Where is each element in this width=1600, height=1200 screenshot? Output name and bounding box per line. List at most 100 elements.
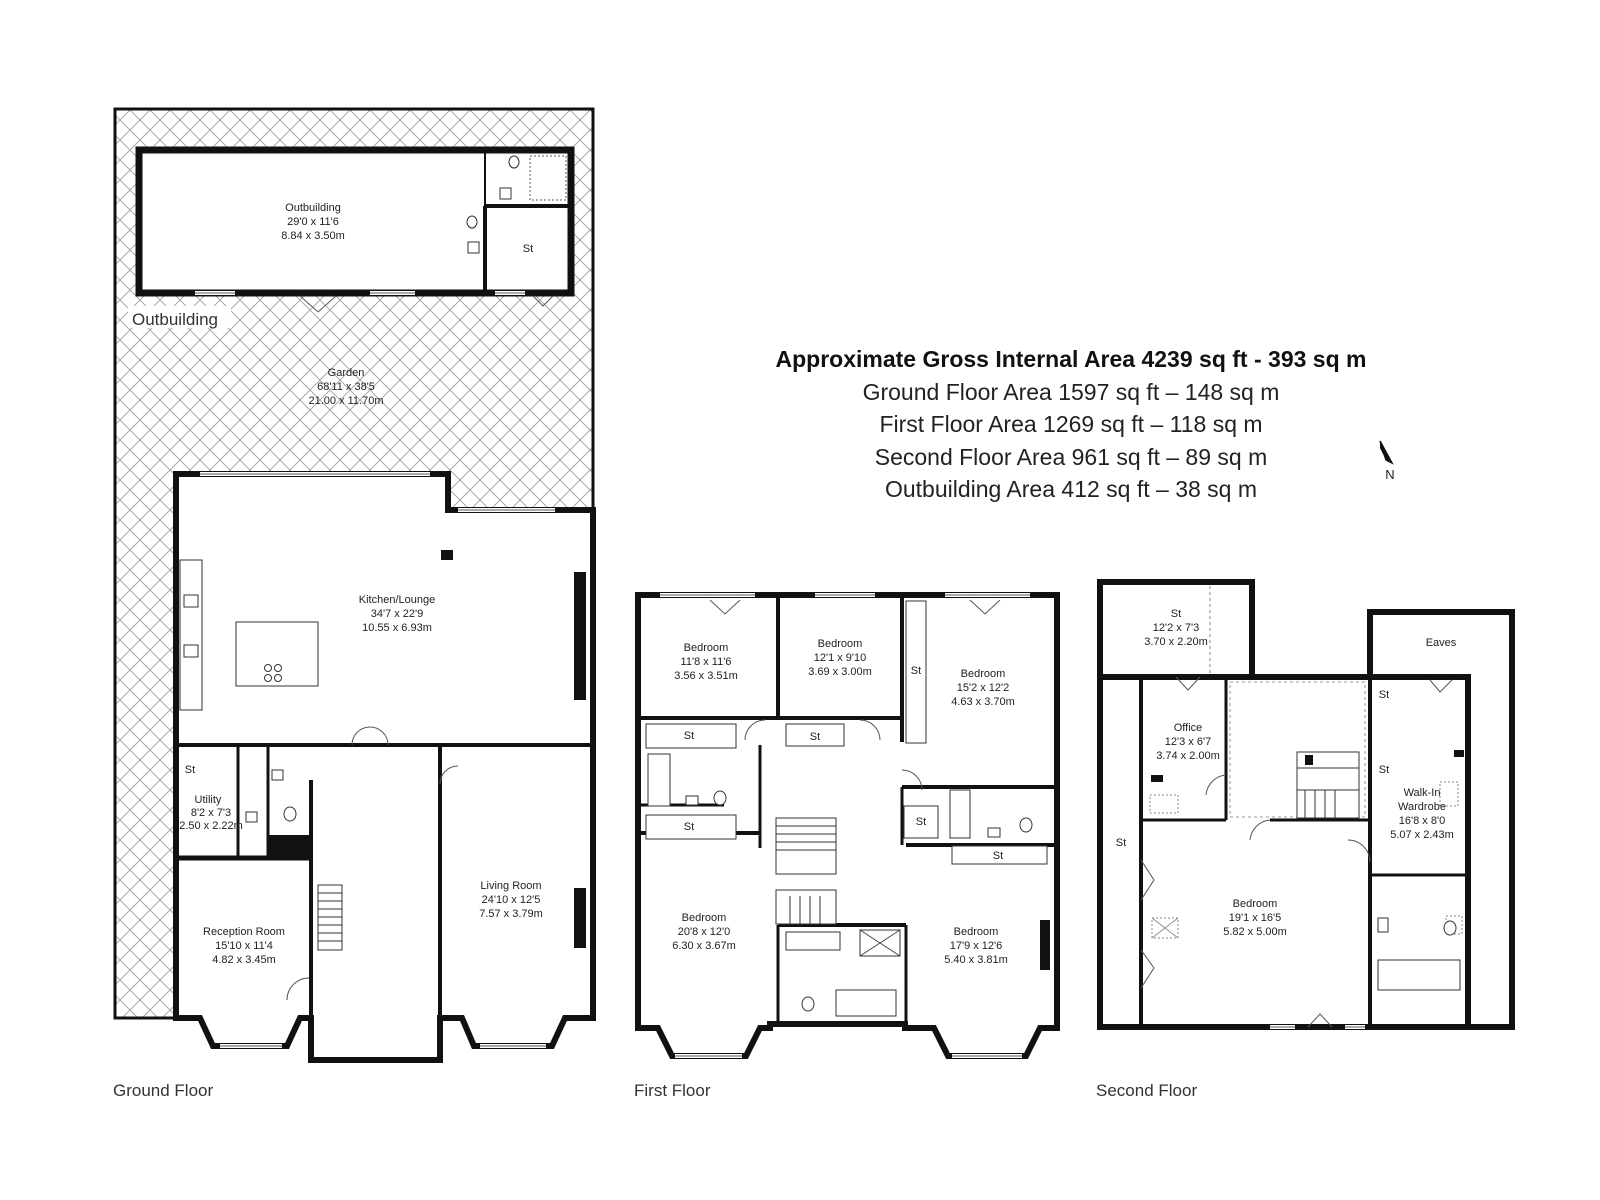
- first-store-label: St: [916, 816, 926, 828]
- second-store-label: St: [1379, 764, 1389, 776]
- area-first: First Floor Area 1269 sq ft – 118 sq m: [879, 411, 1262, 437]
- first-store-label: St: [684, 730, 694, 742]
- living-dim-imperial: 24'10 x 12'5: [482, 894, 541, 906]
- ground-floor-label: Ground Floor: [113, 1081, 213, 1100]
- wardrobe-name-line1: Walk-In: [1404, 787, 1441, 799]
- toilet-icon: [466, 215, 478, 229]
- ground-floor: Outbuilding 29'0 x 11'6 8.84 x 3.50m St …: [113, 107, 596, 1100]
- outbuilding-label-bg: [128, 306, 231, 328]
- garden-dim-metric: 21.00 x 11.70m: [308, 395, 383, 407]
- sink-icon: [271, 769, 284, 781]
- area-second: Second Floor Area 961 sq ft – 89 sq m: [875, 444, 1268, 470]
- hob-icon: [274, 664, 282, 672]
- area-summary: Approximate Gross Internal Area 4239 sq …: [776, 346, 1367, 502]
- eaves-label: Eaves: [1426, 637, 1457, 649]
- column-block: [1454, 750, 1464, 757]
- sink-icon: [499, 187, 512, 200]
- door: [744, 719, 766, 741]
- second-stairs: [1296, 751, 1360, 819]
- door: [286, 977, 310, 1001]
- first-store-label: St: [684, 821, 694, 833]
- first-bedroom-4-dim-metric: 6.30 x 3.67m: [672, 940, 736, 952]
- area-title: Approximate Gross Internal Area 4239 sq …: [776, 346, 1367, 372]
- first-bedroom-3-dim-metric: 4.63 x 3.70m: [951, 696, 1015, 708]
- second-floor-label: Second Floor: [1096, 1081, 1197, 1100]
- outbuilding-store-label: St: [523, 243, 533, 255]
- wardrobe-doors: [1140, 859, 1155, 989]
- kitchen-island: [235, 621, 319, 687]
- kitchen-dim-imperial: 34'7 x 22'9: [371, 608, 424, 620]
- bath-icon: [1377, 959, 1461, 991]
- utility-dim-imperial: 8'2 x 7'3: [191, 807, 231, 819]
- double-door: [709, 599, 741, 615]
- double-door: [351, 726, 389, 746]
- second-store-label: St: [1379, 689, 1389, 701]
- store-cupboard: [951, 845, 1048, 865]
- sink-icon: [183, 594, 199, 608]
- column-block: [1305, 755, 1313, 765]
- fireplace-block: [574, 572, 586, 700]
- first-bedroom-1-name: Bedroom: [684, 642, 729, 654]
- outbuilding-dim-imperial: 29'0 x 11'6: [287, 216, 339, 228]
- sink-icon: [685, 795, 699, 806]
- outbuilding-name: Outbuilding: [285, 202, 341, 214]
- toilet-icon: [713, 790, 727, 806]
- living-name: Living Room: [480, 880, 541, 892]
- second-top-store-dim-metric: 3.70 x 2.20m: [1144, 636, 1208, 648]
- first-stairs: [775, 817, 837, 925]
- fireplace-block: [1040, 920, 1050, 970]
- hob-icon: [274, 674, 282, 682]
- skylight-icon: [1151, 917, 1179, 939]
- skylight-icon: [1149, 794, 1179, 814]
- second-bedroom-dim-imperial: 19'1 x 16'5: [1229, 912, 1282, 924]
- ground-store-label: St: [185, 764, 195, 776]
- toilet-icon: [1019, 817, 1033, 833]
- first-store-label: St: [911, 665, 921, 677]
- second-store-label: St: [1116, 837, 1126, 849]
- first-bedroom-4-name: Bedroom: [682, 912, 727, 924]
- area-ground: Ground Floor Area 1597 sq ft – 148 sq m: [863, 379, 1280, 405]
- double-door: [1429, 679, 1453, 693]
- first-bedroom-1-dim-imperial: 11'8 x 11'6: [681, 656, 732, 668]
- sink-icon: [467, 241, 480, 254]
- double-door: [1307, 1013, 1333, 1028]
- ground-stairs: [317, 884, 343, 951]
- first-bedroom-3-dim-imperial: 15'2 x 12'2: [957, 682, 1010, 694]
- double-door: [1175, 676, 1201, 691]
- store-cupboard: [645, 723, 737, 749]
- first-bedroom-3-name: Bedroom: [961, 668, 1006, 680]
- door: [1205, 774, 1227, 796]
- door: [1347, 839, 1371, 863]
- store-cupboard: [645, 814, 737, 840]
- store-cupboard: [905, 600, 927, 744]
- first-bedroom-2-dim-imperial: 12'1 x 9'10: [814, 652, 867, 664]
- living-dim-metric: 7.57 x 3.79m: [479, 908, 543, 920]
- toilet-icon: [801, 996, 815, 1012]
- door: [439, 765, 459, 785]
- skylight-icon: [1445, 915, 1463, 935]
- outbuilding: Outbuilding 29'0 x 11'6 8.84 x 3.50m St: [135, 146, 575, 313]
- first-store-label: St: [810, 731, 820, 743]
- first-interior-walls: [638, 595, 1057, 1024]
- office-name: Office: [1174, 722, 1203, 734]
- hob-icon: [264, 664, 272, 672]
- bath-icon: [835, 989, 897, 1017]
- first-bedroom-2-dim-metric: 3.69 x 3.00m: [808, 666, 872, 678]
- door: [859, 719, 881, 741]
- first-bedroom-4-dim-imperial: 20'8 x 12'0: [678, 926, 731, 938]
- door: [1249, 819, 1271, 841]
- bath-icon: [647, 753, 671, 807]
- second-house-outline: [1097, 674, 1471, 1030]
- second-bedroom-dim-metric: 5.82 x 5.00m: [1223, 926, 1287, 938]
- sink-icon: [183, 644, 199, 658]
- utility-name: Utility: [195, 794, 222, 806]
- reception-dim-imperial: 15'10 x 11'4: [215, 940, 273, 952]
- first-floor: Bedroom 11'8 x 11'6 3.56 x 3.51m Bedroom…: [634, 592, 1060, 1100]
- store-cupboard: [903, 805, 939, 839]
- door: [901, 769, 923, 791]
- area-outbuilding: Outbuilding Area 412 sq ft – 38 sq m: [885, 476, 1257, 502]
- first-store-label: St: [993, 850, 1003, 862]
- double-door: [969, 599, 1001, 615]
- first-bedroom-2-name: Bedroom: [818, 638, 863, 650]
